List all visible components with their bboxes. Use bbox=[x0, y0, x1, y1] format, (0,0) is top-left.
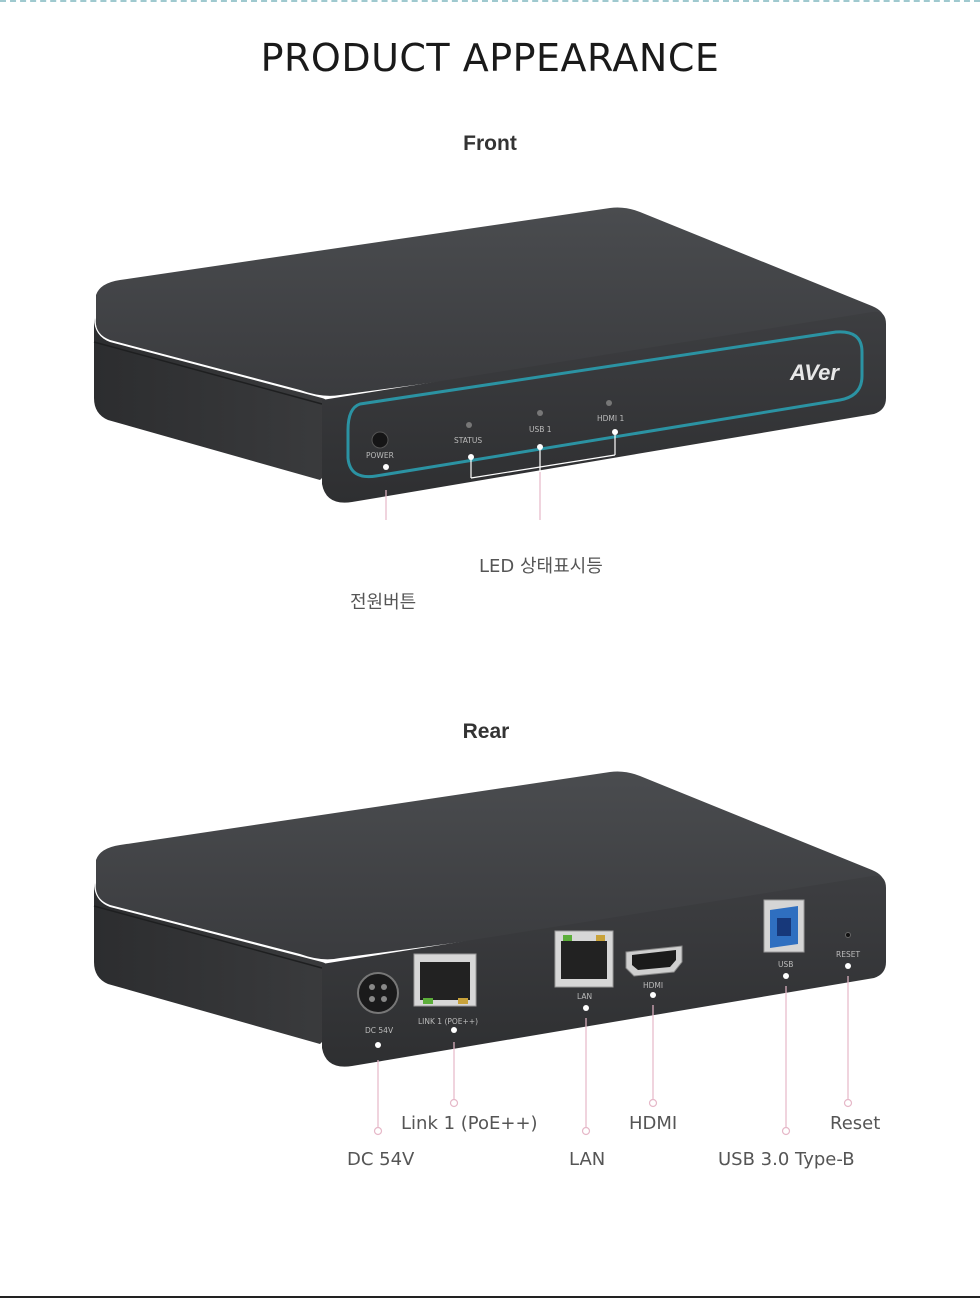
ethernet-port-icon bbox=[413, 953, 477, 1007]
led-indicator-icon bbox=[537, 410, 543, 416]
front-label-power: POWER bbox=[366, 451, 394, 460]
usb-b-port-icon bbox=[763, 899, 805, 953]
power-button-icon bbox=[371, 431, 389, 449]
rear-label-reset: RESET bbox=[836, 950, 860, 959]
reset-hole-icon bbox=[845, 932, 851, 938]
rear-label-dc: DC 54V bbox=[365, 1026, 394, 1035]
rear-label-link: LINK 1 (POE++) bbox=[418, 1017, 478, 1026]
ethernet-port-icon bbox=[554, 930, 614, 988]
front-device-image: POWER STATUS USB 1 HDMI 1 AVer bbox=[93, 207, 886, 520]
dc-jack-icon bbox=[357, 972, 399, 1014]
rear-device-image: DC 54V LINK 1 (POE++) LAN HDMI USB RESET bbox=[93, 771, 886, 1136]
page-title: PRODUCT APPEARANCE bbox=[260, 36, 720, 80]
front-label-hdmi: HDMI 1 bbox=[597, 414, 624, 423]
hdmi-port-icon bbox=[625, 945, 683, 977]
brand-logo: AVer bbox=[789, 360, 840, 385]
callout-power-button: 전원버튼 bbox=[350, 592, 417, 613]
front-label-status: STATUS bbox=[454, 436, 482, 445]
rear-label-lan: LAN bbox=[577, 992, 592, 1001]
callout-reset: Reset bbox=[830, 1113, 881, 1134]
callout-link: Link 1 (PoE++) bbox=[401, 1113, 538, 1134]
callout-hdmi: HDMI bbox=[629, 1113, 678, 1134]
front-section-title: Front bbox=[463, 132, 517, 155]
bottom-divider bbox=[0, 1296, 980, 1298]
callout-led-status: LED 상태표시등 bbox=[479, 556, 603, 577]
callout-lan: LAN bbox=[569, 1149, 606, 1170]
rear-label-hdmi: HDMI bbox=[643, 981, 663, 990]
led-indicator-icon bbox=[466, 422, 472, 428]
callout-usb: USB 3.0 Type-B bbox=[718, 1149, 855, 1170]
rear-section-title: Rear bbox=[462, 720, 510, 743]
top-divider bbox=[0, 0, 980, 2]
led-indicator-icon bbox=[606, 400, 612, 406]
front-label-usb: USB 1 bbox=[529, 425, 552, 434]
rear-label-usb: USB bbox=[778, 960, 793, 969]
callout-dc: DC 54V bbox=[347, 1149, 415, 1170]
